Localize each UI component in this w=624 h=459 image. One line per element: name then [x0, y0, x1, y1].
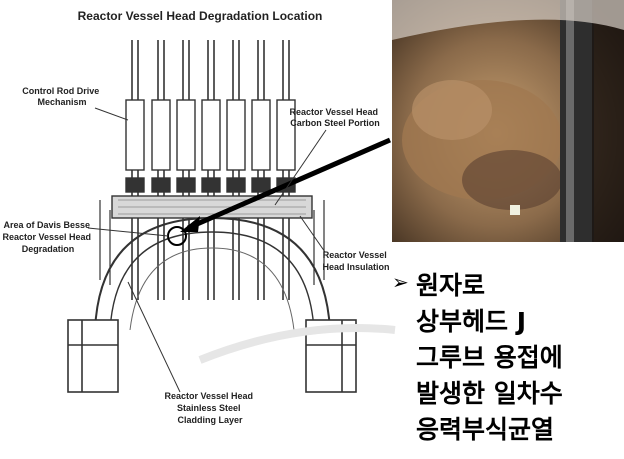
label-carbon-steel: Reactor Vessel Head Carbon Steel Portion: [289, 107, 380, 128]
reactor-vessel-diagram: Reactor Vessel Head Degradation Location: [0, 0, 400, 459]
bullet-text: 원자로 상부헤드 J 그루브 용접에 발생한 일차수 응력부식균열: [416, 268, 622, 448]
crdm-housings: [126, 100, 295, 192]
label-insulation: Reactor Vessel Head Insulation: [322, 250, 389, 272]
label-crdm: Control Rod Drive Mechanism: [22, 86, 102, 107]
label-davis-besse: Area of Davis Besse Reactor Vessel Head …: [2, 220, 93, 254]
vessel-head-dome: [95, 218, 330, 330]
diagram-title: Reactor Vessel Head Degradation Location: [78, 9, 323, 23]
label-cladding: Reactor Vessel Head Stainless Steel Clad…: [164, 391, 255, 425]
arrow-bullet-icon: ➢: [392, 270, 409, 295]
corrosion-photo: [392, 0, 624, 242]
